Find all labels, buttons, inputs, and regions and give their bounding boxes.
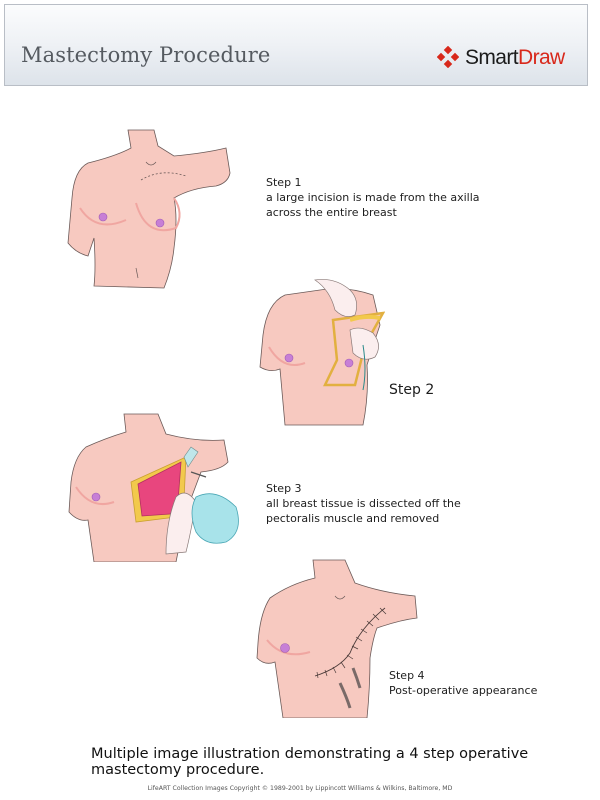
step3-description-line2: pectoralis muscle and removed	[266, 512, 440, 525]
logo-text-draw: Draw	[518, 45, 565, 69]
step1-illustration	[67, 129, 231, 289]
step4-label: Step 4	[389, 669, 425, 682]
logo-wordmark: SmartDraw	[465, 47, 565, 68]
smartdraw-logo: SmartDraw	[437, 43, 565, 71]
step2-illustration	[259, 279, 385, 426]
figure-caption: Multiple image illustration demonstratin…	[91, 746, 528, 778]
step2-text: Step 2	[389, 383, 434, 398]
step3-text: Step 3 all breast tissue is dissected of…	[266, 481, 461, 526]
smartdraw-diamond-icon	[437, 46, 459, 68]
step1-label: Step 1	[266, 176, 302, 189]
step4-description-line1: Post-operative appearance	[389, 684, 538, 697]
step2-label: Step 2	[389, 382, 435, 398]
step1-description-line1: a large incision is made from the axilla	[266, 191, 480, 204]
caption-line1: Multiple image illustration demonstratin…	[91, 746, 529, 762]
step3-description-line1: all breast tissue is dissected off the	[266, 497, 461, 510]
logo-text-smart: Smart	[465, 45, 519, 69]
step4-text: Step 4 Post-operative appearance	[389, 668, 537, 698]
header-banner: Mastectomy Procedure SmartDraw	[4, 4, 588, 86]
step3-label: Step 3	[266, 482, 302, 495]
step1-description-line2: across the entire breast	[266, 206, 397, 219]
step3-illustration	[68, 413, 239, 562]
caption-line2: mastectomy procedure.	[91, 762, 265, 778]
page-title: Mastectomy Procedure	[21, 43, 271, 67]
step4-illustration	[256, 559, 418, 718]
step1-text: Step 1 a large incision is made from the…	[266, 175, 480, 220]
copyright-notice: LifeART Collection Images Copyright © 19…	[147, 785, 453, 792]
